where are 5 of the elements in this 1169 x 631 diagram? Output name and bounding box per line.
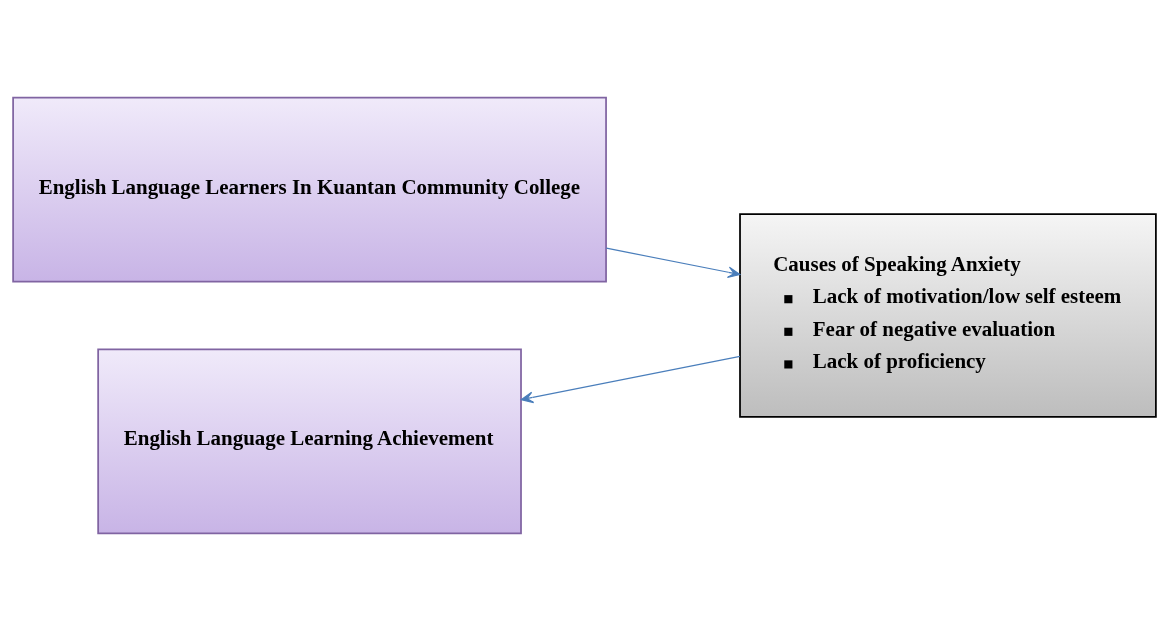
- arrow: [520, 355, 741, 404]
- node-box: Causes of Speaking Anxiety Lack of motivation/low self esteem Fear of negative evaluation Lack of proficiency: [739, 213, 1157, 418]
- node-box: English Language Learning Achievement: [97, 348, 522, 535]
- node-box: English Language Learners In Kuantan Community College: [12, 96, 607, 283]
- arrow: [605, 247, 741, 279]
